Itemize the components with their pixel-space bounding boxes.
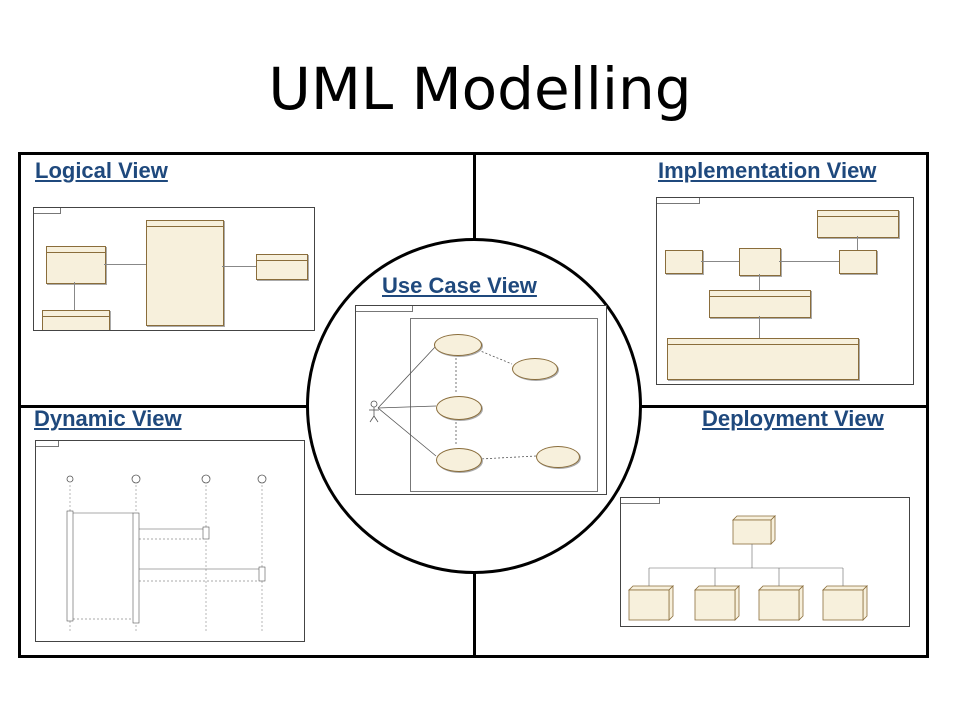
dynamic-view-diagram [35,440,305,642]
deployment-view-diagram [620,497,910,627]
component-box [817,210,899,238]
use-case-ellipse [512,358,558,380]
dependency-line [759,316,760,338]
deployment-view-label: Deployment View [702,406,884,431]
system-boundary [410,318,598,492]
class-box [256,254,308,280]
diagram-frame-tag [34,208,61,214]
use-case-ellipse [536,446,580,468]
component-box [839,250,877,274]
class-box [46,246,106,284]
page-title: UML Modelling [268,55,692,123]
association-line [104,264,146,265]
implementation-view-label: Implementation View [658,158,877,183]
class-box [146,220,224,326]
class-box [42,310,110,330]
deployment-diagram-graphic [628,515,868,621]
component-box [667,338,859,380]
use-case-view-diagram [355,305,607,495]
dependency-line [759,274,760,290]
component-box [665,250,703,274]
use-case-view-label: Use Case View [382,273,537,298]
diagram-frame-tag [356,306,413,312]
actor-graphic [369,345,537,460]
component-box [739,248,781,276]
implementation-view-diagram [656,197,914,385]
diagram-frame-tag [36,441,59,447]
use-case-ellipse [436,396,482,420]
dependency-line [857,236,858,250]
dependency-line [701,261,739,262]
dependency-line [779,261,839,262]
use-case-ellipse [436,448,482,472]
diagram-frame-tag [657,198,700,204]
component-box [709,290,811,318]
use-case-ellipse [434,334,482,356]
sequence-diagram-graphic [66,474,267,631]
dynamic-view-label: Dynamic View [34,406,182,431]
association-line [222,266,256,267]
logical-view-label: Logical View [35,158,168,183]
logical-view-diagram [33,207,315,331]
diagram-frame-tag [621,498,660,504]
association-line [74,282,75,310]
